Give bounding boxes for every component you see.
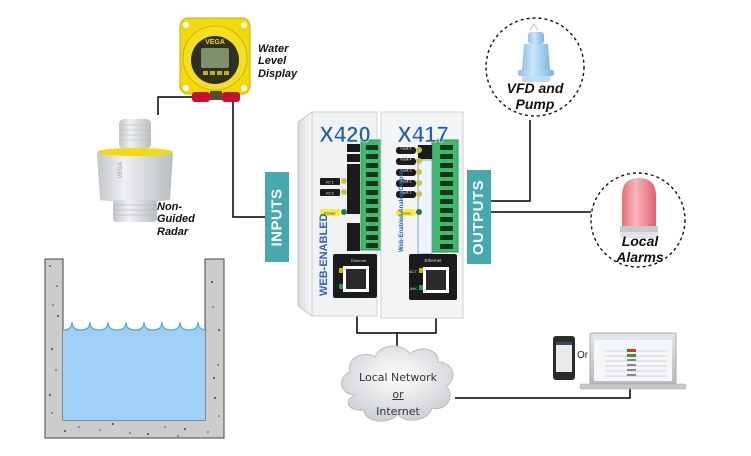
local-alarms-label: Local Alarms <box>612 233 668 265</box>
x417-led-fault5: Fault 5 <box>401 147 412 151</box>
client-devices <box>553 332 687 390</box>
vega-logo-display: VEGA <box>205 39 225 46</box>
x420-web-enabled-label: WEB-ENABLED <box>318 213 330 296</box>
x417-act-label: ACT <box>409 269 418 274</box>
label-line: Pump <box>515 95 555 112</box>
x417-led-fault3: Fault 3 <box>401 169 412 173</box>
x417-led-fault1: Fault 1 <box>401 191 412 195</box>
x420-model-label: X420 <box>319 122 370 147</box>
smartphone-icon <box>553 336 575 380</box>
label-line: Display <box>258 67 298 80</box>
x420-ethernet-label: Ethernet <box>351 258 367 263</box>
x420-power-label: Power <box>324 211 336 216</box>
label-line: Local <box>621 233 659 249</box>
x417-link-label: LINK <box>408 286 417 291</box>
water-waves <box>62 321 208 331</box>
label-line: VFD and <box>506 80 564 96</box>
x420-led-io2: IO 2 <box>326 191 334 196</box>
vfd-pump-label: VFD and Pump <box>502 80 568 112</box>
network-cloud <box>341 345 454 422</box>
label-line: Non- <box>157 201 183 213</box>
radar-sensor: VEGA <box>97 119 173 222</box>
radar-label: Non- Guided Radar <box>157 201 195 238</box>
module-x420 <box>297 111 384 317</box>
x417-led-fault4: Fault 4 <box>401 158 412 162</box>
vega-logo-radar: VEGA <box>118 161 124 179</box>
label-line: Guided <box>157 213 195 226</box>
cloud-line-1: Local Network <box>359 371 437 384</box>
x420-led-io1: IO 1 <box>326 180 334 185</box>
alarm-beacon-icon <box>620 178 658 238</box>
x417-led-fault2: Fault 2 <box>401 180 412 184</box>
outputs-tab: OUTPUTS <box>467 170 491 264</box>
module-x417 <box>380 111 464 319</box>
label-line: Water <box>258 43 289 55</box>
label-line: Level <box>258 55 287 68</box>
pump-icon <box>518 23 554 82</box>
x417-power-label: Power <box>401 212 412 216</box>
wire-display-to-inputs <box>232 100 268 218</box>
label-line: Alarms <box>616 248 664 265</box>
wire-cloud-to-laptop <box>455 385 631 399</box>
local-alarms-node <box>590 172 686 268</box>
inputs-tab: INPUTS <box>265 172 289 262</box>
inputs-tab-label: INPUTS <box>268 187 286 247</box>
label-line: Radar <box>157 225 189 238</box>
cloud-line-2: or <box>392 388 404 402</box>
water <box>63 330 205 420</box>
x417-side-label: Web-Enabled Analog Output <box>399 171 405 252</box>
or-label: Or <box>577 350 589 361</box>
water-level-display: VEGA <box>179 17 251 102</box>
cloud-label: Local Network or Internet <box>348 369 448 420</box>
x417-model-label: X417 <box>397 122 448 147</box>
outputs-tab-label: OUTPUTS <box>470 179 488 255</box>
vfd-pump-node <box>485 17 585 117</box>
water-level-display-label: Water Level Display <box>258 43 297 80</box>
wire-outputs-to-pump <box>491 120 531 202</box>
cloud-line-3: Internet <box>376 405 420 419</box>
water-tank <box>44 258 225 439</box>
x417-ethernet-label: Ethernet <box>424 258 442 263</box>
laptop-icon <box>579 332 687 390</box>
